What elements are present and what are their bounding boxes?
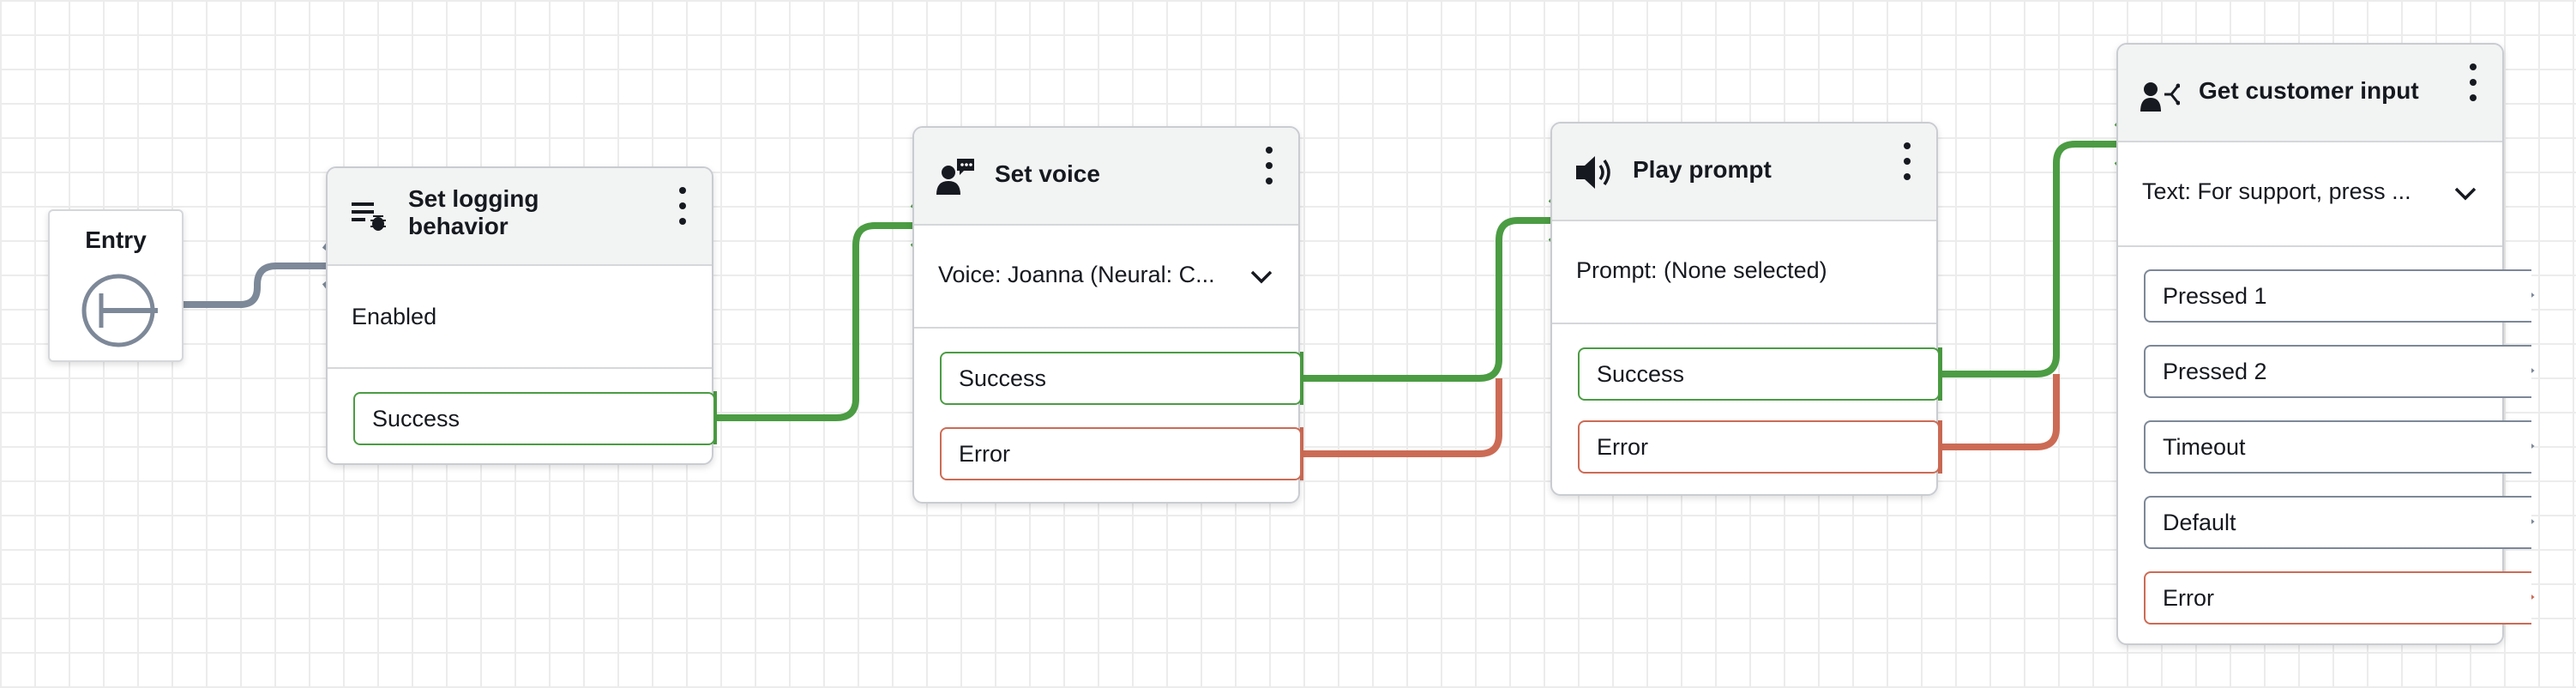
branch-pressed-1[interactable]: Pressed 1: [2144, 269, 2531, 323]
set-voice-block[interactable]: Set voice Voice: Joanna (Neural: C... Su…: [912, 126, 1302, 504]
block-header[interactable]: Set voice: [914, 128, 1298, 226]
block-summary: Prompt: (None selected): [1576, 257, 1827, 283]
branch-success[interactable]: Success: [1578, 347, 1940, 401]
more-options-icon[interactable]: [2468, 63, 2478, 108]
block-summary: Enabled: [352, 304, 437, 329]
connection-logging-success-to-voice[interactable]: [714, 222, 935, 421]
block-body[interactable]: Prompt: (None selected): [1552, 221, 1936, 324]
speaker-icon: [1576, 156, 1610, 189]
block-header[interactable]: Play prompt: [1552, 124, 1936, 221]
block-title: Get customer input: [2199, 77, 2419, 104]
entry-title: Entry: [85, 226, 147, 253]
connection-entry-to-logging[interactable]: [116, 263, 347, 308]
branch-default[interactable]: Default: [2144, 496, 2531, 549]
connection-voice-error-to-prompt[interactable]: [1301, 378, 1502, 457]
start-circle-icon: [81, 274, 158, 347]
branch-error[interactable]: Error: [940, 427, 1302, 480]
chevron-down-icon[interactable]: [2454, 187, 2477, 201]
branch-error[interactable]: Error: [1578, 420, 1940, 474]
block-title: Play prompt: [1633, 156, 1772, 183]
block-title: Set logging behavior: [408, 185, 539, 239]
block-body[interactable]: Text: For support, press ...: [2118, 142, 2502, 247]
block-summary: Text: For support, press ...: [2142, 178, 2411, 204]
more-options-icon[interactable]: [1902, 142, 1912, 187]
connection-prompt-success-to-input[interactable]: [1940, 141, 2140, 377]
block-title: Set voice: [995, 160, 1100, 187]
connection-prompt-error-to-input[interactable]: [1940, 374, 2060, 450]
connection-voice-success-to-prompt[interactable]: [1301, 217, 1574, 382]
branch-success[interactable]: Success: [353, 392, 715, 445]
play-prompt-block[interactable]: Play prompt Prompt: (None selected) Succ…: [1550, 122, 1940, 496]
list-bug-icon: [352, 202, 386, 231]
branch-error[interactable]: Error: [2144, 571, 2531, 625]
block-body[interactable]: Enabled: [328, 266, 712, 369]
more-options-icon[interactable]: [1264, 147, 1274, 191]
get-customer-input-block[interactable]: Get customer input Text: For support, pr…: [2116, 43, 2531, 645]
set-logging-behavior-block[interactable]: Set logging behavior Enabled Success: [326, 166, 715, 465]
chevron-down-icon[interactable]: [1250, 270, 1273, 284]
block-summary: Voice: Joanna (Neural: C...: [938, 262, 1215, 287]
person-branch-icon: [2140, 82, 2180, 112]
more-options-icon[interactable]: [677, 187, 688, 232]
branch-pressed-2[interactable]: Pressed 2: [2144, 345, 2531, 398]
person-speech-icon: [936, 159, 974, 195]
branch-success[interactable]: Success: [940, 352, 1302, 405]
branch-timeout[interactable]: Timeout: [2144, 420, 2531, 474]
block-body[interactable]: Voice: Joanna (Neural: C...: [914, 226, 1298, 329]
entry-block[interactable]: Entry: [48, 209, 184, 362]
block-header[interactable]: Set logging behavior: [328, 168, 712, 266]
block-header[interactable]: Get customer input: [2118, 45, 2502, 142]
